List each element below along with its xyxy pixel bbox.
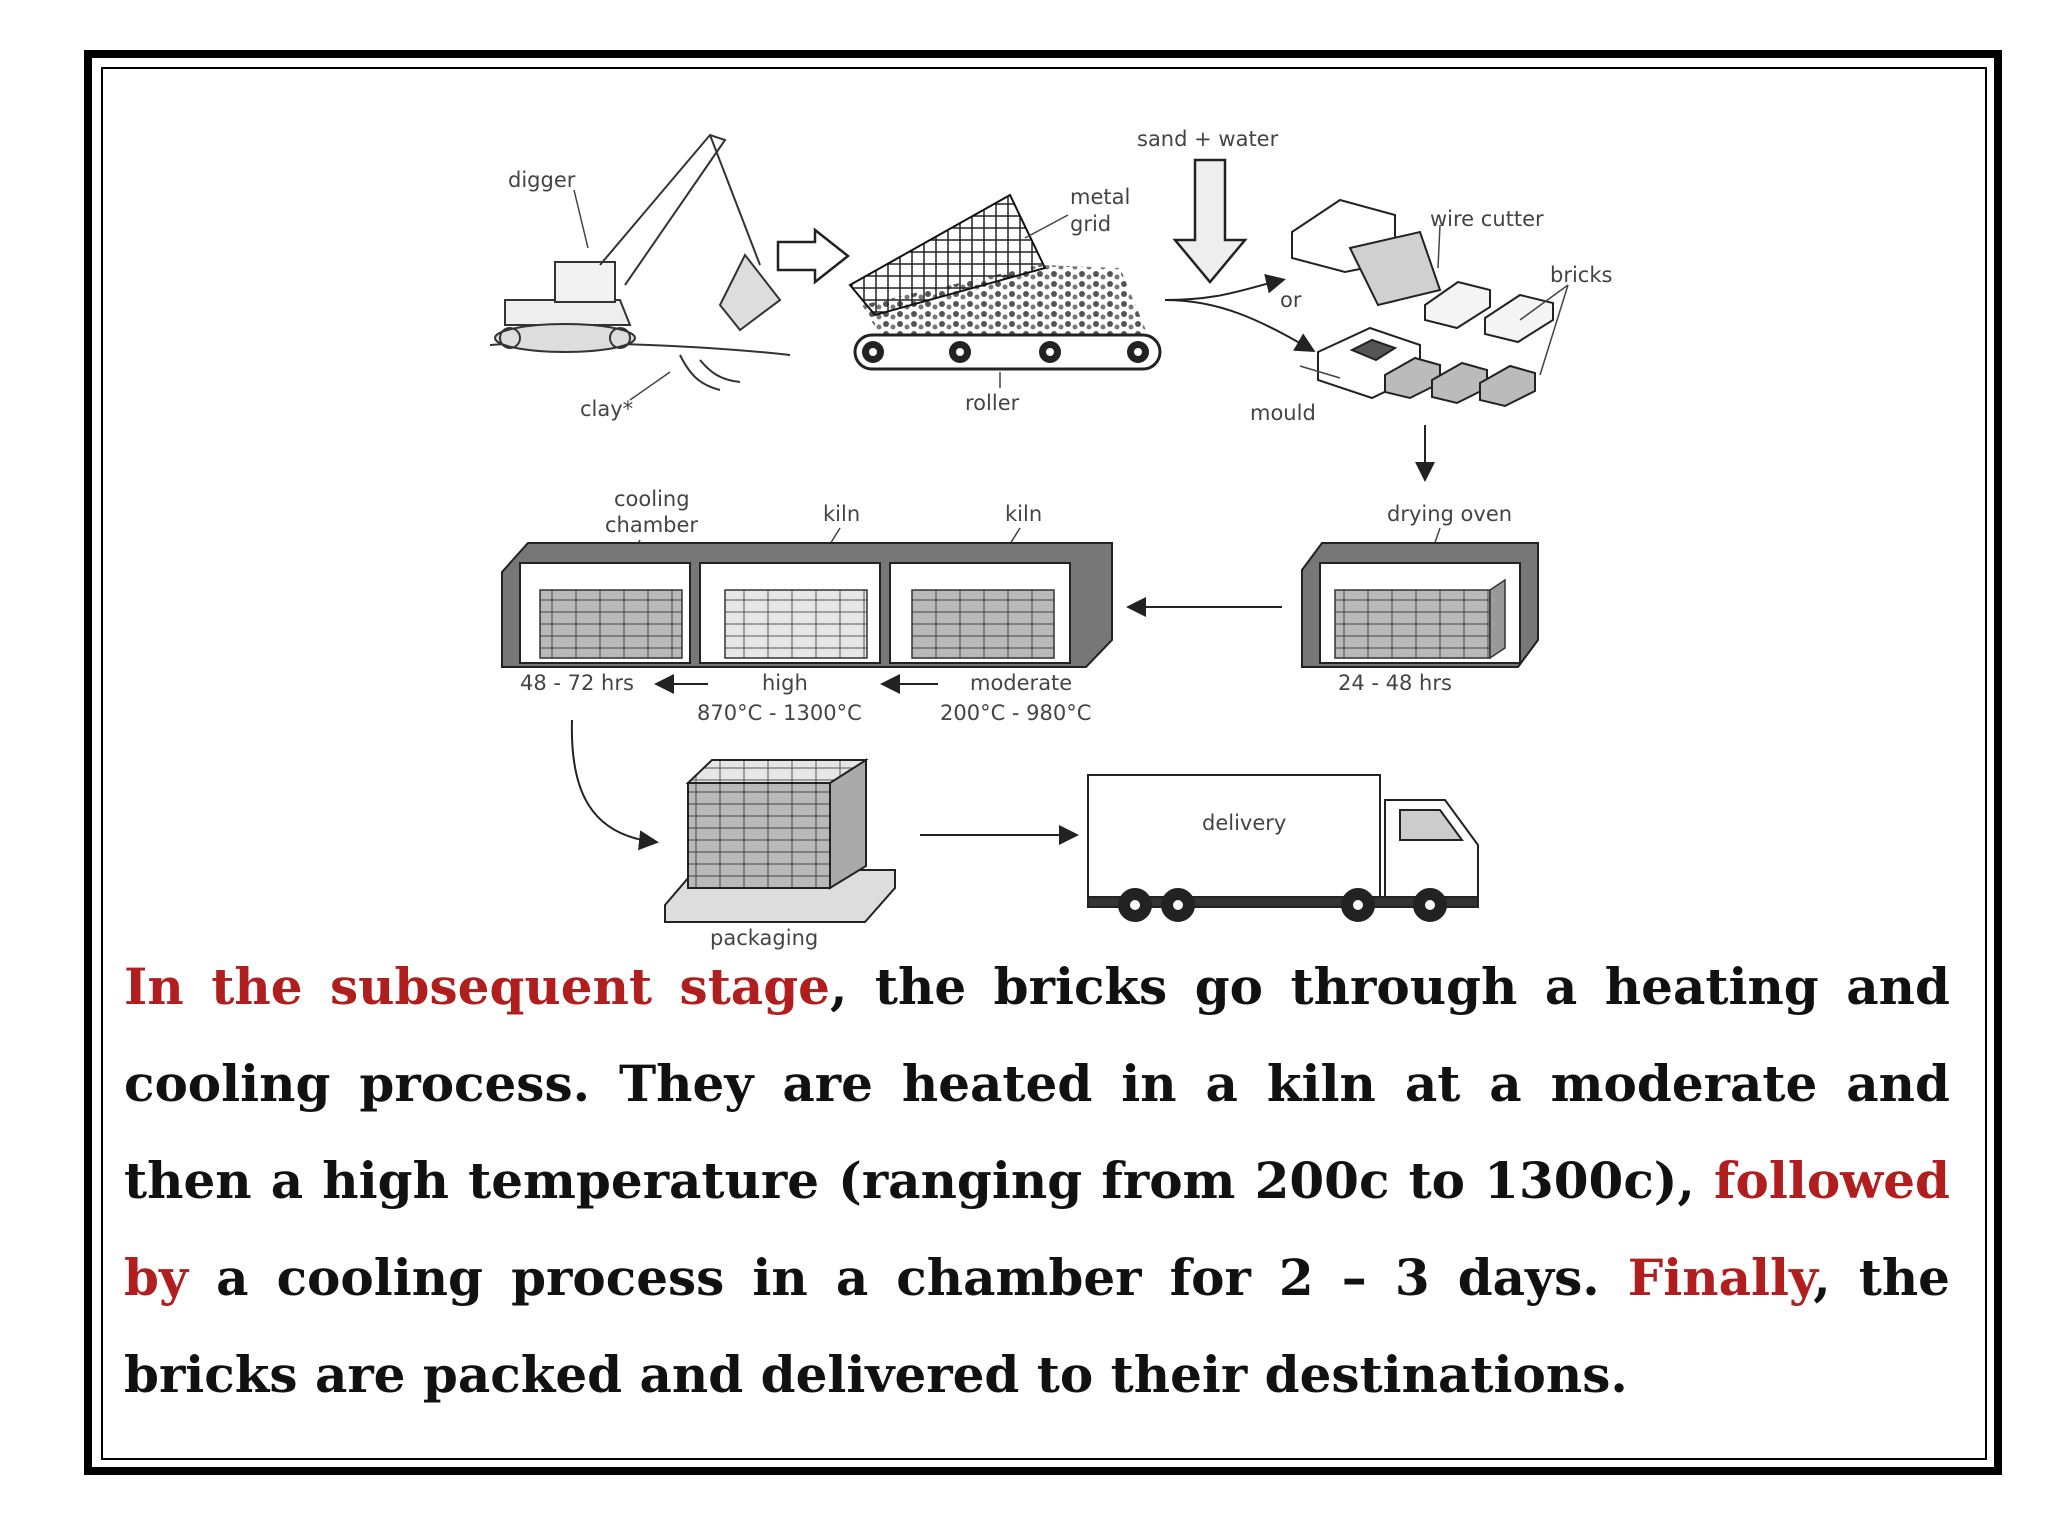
label-metal-grid-2: grid [1070, 212, 1111, 236]
label-digger: digger [508, 168, 576, 192]
highlight-followed-by: followed by [124, 1151, 1950, 1307]
label-moderate-2: 200°C - 980°C [940, 701, 1091, 725]
highlight-finally: Finally [1627, 1248, 1814, 1307]
label-cooling-time: 48 - 72 hrs [520, 671, 634, 695]
label-cooling-chamber-1: cooling [614, 487, 690, 511]
paragraph-part-2: a cooling process in a chamber for 2 – 3… [188, 1248, 1628, 1307]
label-clay: clay* [580, 397, 633, 421]
highlight-subsequent-stage: In the subsequent stage [124, 957, 830, 1016]
label-kiln-high: kiln [823, 502, 860, 526]
description-paragraph: In the subsequent stage, the bricks go t… [124, 938, 1950, 1423]
kiln-block-icon [501, 542, 1113, 668]
label-drying-time: 24 - 48 hrs [1338, 671, 1452, 695]
label-or: or [1280, 288, 1302, 312]
label-high-1: high [762, 671, 808, 695]
label-packaging: packaging [710, 926, 818, 950]
delivery-truck-icon [1087, 774, 1479, 922]
label-drying-oven: drying oven [1387, 502, 1512, 526]
paragraph-part-1: , the bricks go through a heating and co… [124, 957, 1950, 1210]
brick-icons [1424, 280, 1554, 344]
label-wire-cutter: wire cutter [1430, 207, 1544, 231]
label-mould: mould [1250, 401, 1316, 425]
digger-icon [489, 133, 791, 391]
label-bricks: bricks [1550, 263, 1612, 287]
hollow-arrow-icon [776, 227, 851, 285]
label-cooling-chamber-2: chamber [605, 513, 698, 537]
label-high-2: 870°C - 1300°C [697, 701, 862, 725]
label-metal-grid-1: metal [1070, 185, 1130, 209]
inner-frame [101, 67, 1987, 1460]
moulded-brick-icons [1384, 356, 1536, 408]
packaging-icon [664, 758, 896, 923]
down-arrow-icon [1172, 158, 1248, 284]
conveyor-roller-icon [848, 193, 1162, 371]
wire-cutter-icon [1291, 198, 1442, 307]
label-moderate-1: moderate [970, 671, 1072, 695]
drying-oven-icon [1301, 542, 1539, 668]
paragraph-part-3: , the bricks are packed and delivered to… [124, 1248, 1950, 1404]
label-roller: roller [965, 391, 1020, 415]
label-kiln-moderate: kiln [1005, 502, 1042, 526]
label-delivery: delivery [1202, 811, 1286, 835]
label-sand-water: sand + water [1137, 127, 1279, 151]
